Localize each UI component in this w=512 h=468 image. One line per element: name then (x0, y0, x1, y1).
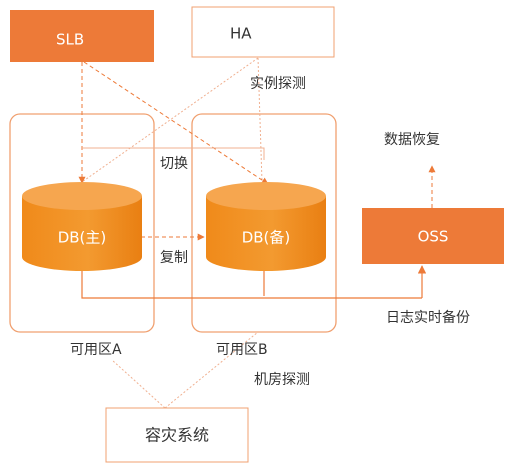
zone-a-label: 可用区A (70, 342, 122, 358)
slb-box: SLB (10, 10, 154, 62)
zone-b-label: 可用区B (216, 342, 268, 358)
switch-connector (82, 147, 265, 160)
db-primary-cylinder: DB(主) (22, 182, 142, 271)
ha-box: HA (191, 6, 335, 58)
zone-b-frame (191, 113, 337, 333)
oss-label: OSS (418, 228, 449, 246)
db-backup-cylinder: DB(备) (206, 182, 326, 271)
disaster-recovery-box: 容灾系统 (105, 407, 249, 463)
log-backup-line (81, 270, 422, 299)
db-primary-label: DB(主) (58, 229, 107, 247)
disaster-recovery-label: 容灾系统 (145, 426, 209, 445)
slb-to-db-backup-arrow (83, 61, 269, 185)
room-probe-label: 机房探测 (254, 372, 310, 388)
disaster-probe-line-zone-a (111, 359, 166, 409)
instance-probe-label: 实例探测 (250, 76, 306, 92)
data-restore-label: 数据恢复 (384, 131, 440, 148)
oss-box: OSS (362, 208, 504, 264)
replicate-label: 复制 (160, 249, 188, 266)
switch-label: 切换 (160, 155, 188, 172)
disaster-probe-line-zone-b (164, 331, 259, 409)
ha-probe-line-to-db-backup (257, 57, 263, 183)
db-backup-label: DB(备) (242, 229, 291, 247)
ha-label: HA (230, 25, 252, 43)
slb-label: SLB (56, 31, 84, 49)
log-backup-label: 日志实时备份 (386, 309, 470, 326)
